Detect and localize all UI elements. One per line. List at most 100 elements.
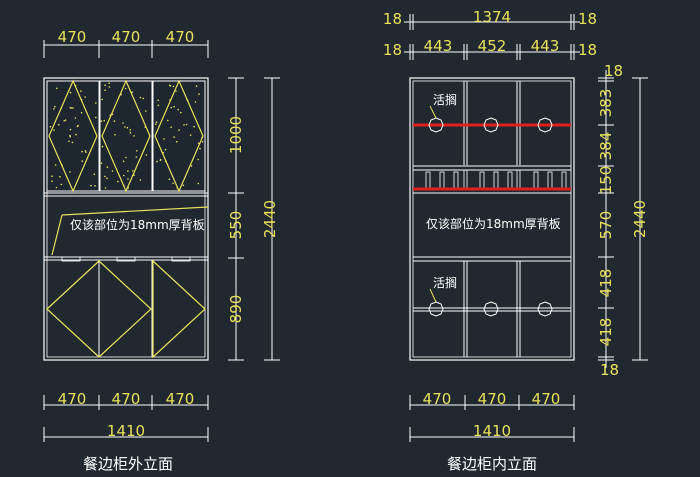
exterior-total-width: 1410 (107, 422, 145, 440)
glass-speckle-dot (80, 90, 82, 92)
glass-speckle-dot (125, 156, 127, 159)
glass-speckle-dot (49, 125, 52, 128)
glass-speckle-dot (168, 178, 171, 180)
glass-speckle-dot (176, 140, 178, 143)
glass-speckle-dot (155, 121, 158, 123)
interior-top-inner-right: 18 (578, 41, 597, 59)
exterior-caption: 餐边柜外立面 (83, 455, 173, 473)
interior-top-inner-c: 443 (531, 37, 560, 55)
exterior-elevation: 仅该部位为18mm厚背板 470 470 470 100 (43, 28, 280, 473)
glass-speckle-dot (164, 148, 167, 151)
exterior-top-dimensions: 470 470 470 (43, 28, 209, 58)
glass-speckle-dot (80, 112, 83, 114)
glass-speckle-dot (198, 93, 200, 95)
glass-speckle-dot (131, 91, 133, 93)
glass-speckle-dot (155, 123, 157, 125)
interior-right-dim-7: 418 (597, 318, 615, 347)
interior-top-overall-left: 18 (383, 10, 402, 28)
glass-speckle-dot (199, 147, 201, 150)
door-2-diamond (101, 79, 151, 193)
interior-right-dim-1: 18 (604, 62, 623, 80)
glass-speckle-dot (77, 124, 79, 127)
glass-speckle-dot (63, 120, 65, 122)
glass-speckle-dot (104, 175, 106, 178)
glass-speckle-dot (81, 160, 84, 162)
glass-speckle-dot (93, 173, 96, 175)
glass-speckle-dot (108, 86, 111, 88)
exterior-top-dim-3: 470 (166, 28, 195, 46)
glass-speckle-dot (122, 122, 124, 124)
glass-speckle-dot (69, 171, 71, 173)
wine-slots (425, 169, 567, 190)
glass-speckle-dot (75, 133, 77, 136)
lower-pin-2 (483, 301, 499, 317)
glass-speckle-dot (114, 134, 116, 136)
glass-speckle-dot (85, 151, 87, 153)
lower-diamond-left (46, 260, 152, 358)
backboard-outline (51, 206, 209, 256)
glass-speckle-dot (193, 125, 195, 128)
glass-speckle-dot (123, 174, 125, 177)
interior-backboard-note: 仅该部位为18mm厚背板 (426, 216, 561, 231)
glass-speckle-dot (81, 150, 83, 153)
glass-speckle-dot (197, 158, 199, 161)
interior-top-inner-b: 452 (478, 37, 507, 55)
glass-speckle-dot (178, 129, 180, 131)
glass-speckle-dot (70, 107, 73, 109)
glass-speckle-dot (169, 85, 172, 87)
glass-speckle-dot (56, 87, 58, 90)
exterior-bottom-dimensions: 470 470 470 1410 (43, 390, 209, 442)
glass-speckle-dot (170, 126, 172, 128)
glass-speckle-dot (159, 158, 162, 161)
glass-speckle-dot (177, 108, 179, 111)
glass-speckle-dot (173, 105, 175, 108)
glass-speckle-dot (122, 160, 125, 163)
glass-speckle-dot (103, 119, 105, 122)
glass-speckle-dot (106, 166, 109, 168)
glass-speckle-dot (69, 134, 71, 137)
glass-speckle-dot (201, 141, 204, 143)
glass-speckle-dot (94, 185, 96, 187)
glass-speckle-dot (84, 96, 86, 98)
interior-top-inner-dimensions: 18 443 452 443 18 (383, 37, 597, 60)
glass-speckle-dot (124, 126, 126, 128)
glass-speckle-dot (54, 105, 56, 108)
glass-speckle-dot (173, 136, 175, 138)
glass-speckle-dot (156, 160, 158, 163)
glass-speckle-dot (145, 110, 147, 112)
exterior-right-dim-1: 1000 (227, 116, 245, 154)
glass-speckle-dot (189, 134, 192, 136)
glass-speckle-dot (129, 131, 132, 134)
glass-speckle-dot (182, 184, 185, 187)
glass-speckle-dot (69, 106, 72, 109)
handle-1 (61, 256, 81, 262)
glass-speckle-dot (113, 120, 116, 122)
glass-speckle-dot (111, 170, 114, 172)
exterior-bottom-dim-2: 470 (112, 390, 141, 408)
glass-speckle-dot (104, 84, 106, 86)
glass-speckle-dot (95, 102, 97, 104)
glass-speckle-dot (190, 165, 193, 167)
glass-speckle-dot (53, 129, 55, 131)
glass-speckle-dot (69, 128, 72, 131)
lower-pin-3 (537, 301, 553, 317)
glass-speckle-dot (100, 120, 103, 122)
glass-speckle-dot (55, 186, 58, 189)
glass-door-2 (99, 80, 153, 192)
exterior-top-dim-2: 470 (112, 28, 141, 46)
glass-speckle-dot (101, 98, 103, 101)
glass-speckle-dot (127, 170, 129, 172)
interior-bottom-dim-3: 470 (532, 390, 561, 408)
exterior-backboard-note: 仅该部位为18mm厚背板 (70, 217, 205, 232)
interior-top-inner-left: 18 (383, 41, 402, 59)
glass-speckle-dot (163, 138, 165, 140)
exterior-total-height: 2440 (261, 200, 279, 238)
glass-speckle-dot (106, 177, 108, 180)
glass-speckle-dot (157, 104, 160, 107)
interior-right-dim-8: 18 (600, 361, 619, 379)
glass-speckle-dot (129, 129, 132, 131)
glass-speckle-dot (145, 154, 148, 156)
interior-elevation: 活搁 仅该部位为18mm厚背板 (383, 8, 649, 473)
glass-speckle-dot (170, 106, 173, 109)
glass-door-3 (152, 80, 206, 192)
